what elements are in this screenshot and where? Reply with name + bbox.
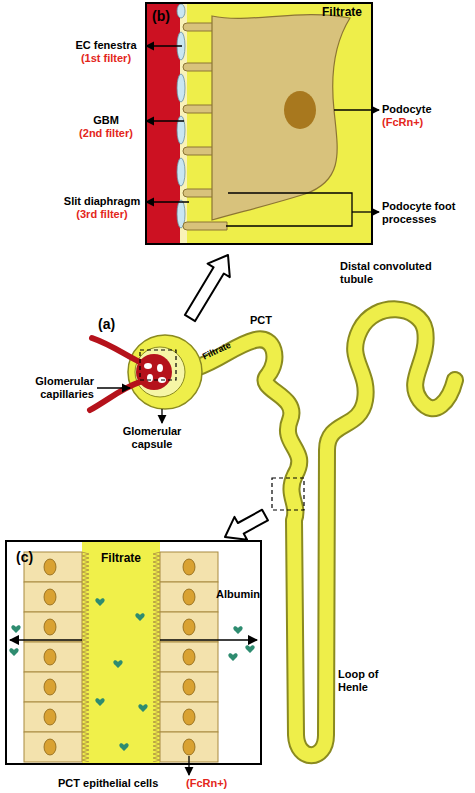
efferent-arteriole	[90, 382, 140, 410]
endothelial-fenestra	[177, 74, 185, 102]
epithelial-cell	[24, 732, 82, 762]
albumin-molecule	[245, 645, 254, 653]
capillary-lumen	[147, 4, 180, 243]
part-label: Podocyte foot processes	[382, 200, 472, 226]
leader-arrow	[146, 201, 189, 202]
panel-letter: (b)	[152, 8, 170, 24]
glomerular-tuft	[136, 354, 172, 390]
bracket-line	[226, 193, 352, 226]
part-label: Filtrate	[322, 5, 372, 19]
podocyte-nucleus	[284, 91, 316, 129]
leader-arrow	[352, 211, 379, 212]
albumin-molecule	[119, 743, 128, 751]
capillary-loop	[144, 363, 152, 369]
transport-arrow	[160, 639, 257, 641]
epithelial-cell	[160, 582, 218, 612]
part-label: Slit diaphragm	[58, 195, 146, 208]
brush-border	[82, 552, 89, 762]
leader-arrow	[146, 120, 184, 121]
glomerular-capsule	[128, 335, 202, 409]
part-label: (1st filter)	[68, 52, 144, 65]
epithelial-cell	[24, 582, 82, 612]
capillary-loop	[147, 374, 153, 382]
leader-arrow	[97, 387, 130, 388]
part-label: EC fenestra	[68, 39, 144, 52]
part-label: PCT	[250, 314, 290, 327]
part-label: PCT epithelial cells	[58, 777, 184, 790]
albumin-molecule	[95, 698, 104, 706]
panel-frame: (c)	[5, 540, 262, 765]
epithelial-cell	[24, 672, 82, 702]
zoom-box	[272, 478, 304, 510]
epithelial-cell	[160, 672, 218, 702]
epithelial-cell	[24, 702, 82, 732]
tubule-lumen	[82, 542, 160, 763]
foot-process	[183, 222, 227, 230]
brush-border	[153, 552, 160, 762]
endothelial-fenestra	[177, 116, 185, 144]
filtrate-space	[145, 2, 373, 245]
zoom-box	[140, 350, 176, 380]
epithelial-cell	[160, 612, 218, 642]
endothelial-fenestra	[177, 158, 185, 186]
albumin-molecule	[135, 613, 144, 621]
zoom-arrow	[185, 255, 230, 321]
part-label: (FcRn+)	[186, 777, 242, 790]
panel-letter: (c)	[16, 549, 33, 565]
epithelial-cell	[160, 702, 218, 732]
part-label: Filtrate	[91, 551, 151, 565]
part-label: (FcRn+)	[382, 116, 472, 129]
endothelial-fenestra	[177, 4, 185, 18]
albumin-molecule	[9, 648, 18, 656]
epithelial-cell	[160, 552, 218, 582]
capsular-space	[135, 347, 185, 397]
capillary-loop	[157, 364, 163, 372]
part-label: (a)	[98, 316, 128, 332]
part-label: Glomerular capsule	[112, 425, 192, 451]
albumin-molecule	[113, 660, 122, 668]
podocyte-body	[212, 15, 350, 220]
zoom-arrow	[225, 510, 268, 540]
part-label: Loop of Henle	[338, 668, 402, 694]
albumin-molecule	[233, 626, 242, 634]
leader-arrow	[161, 409, 162, 423]
part-label: Podocyte	[382, 103, 472, 116]
part-label: Distal convoluted tubule	[340, 260, 458, 286]
albumin-molecule	[138, 704, 147, 712]
leader-arrow	[146, 45, 182, 46]
afferent-arteriole	[92, 338, 140, 362]
epithelial-cell	[24, 612, 82, 642]
leader-arrow	[188, 756, 189, 775]
albumin-molecule	[228, 653, 237, 661]
albumin-molecule	[95, 598, 104, 606]
part-label: Glomerular capillaries	[6, 375, 94, 401]
panel-background	[5, 540, 262, 765]
part-label: (2nd filter)	[68, 127, 144, 140]
albumin-molecule	[11, 625, 20, 633]
panel-frame: (b)	[145, 2, 373, 245]
part-label: (3rd filter)	[58, 208, 146, 221]
epithelial-cell	[160, 642, 218, 672]
part-label: GBM	[68, 114, 144, 127]
epithelial-cell	[24, 642, 82, 672]
transport-arrow	[10, 639, 82, 641]
part-label: Albumin	[216, 588, 262, 601]
